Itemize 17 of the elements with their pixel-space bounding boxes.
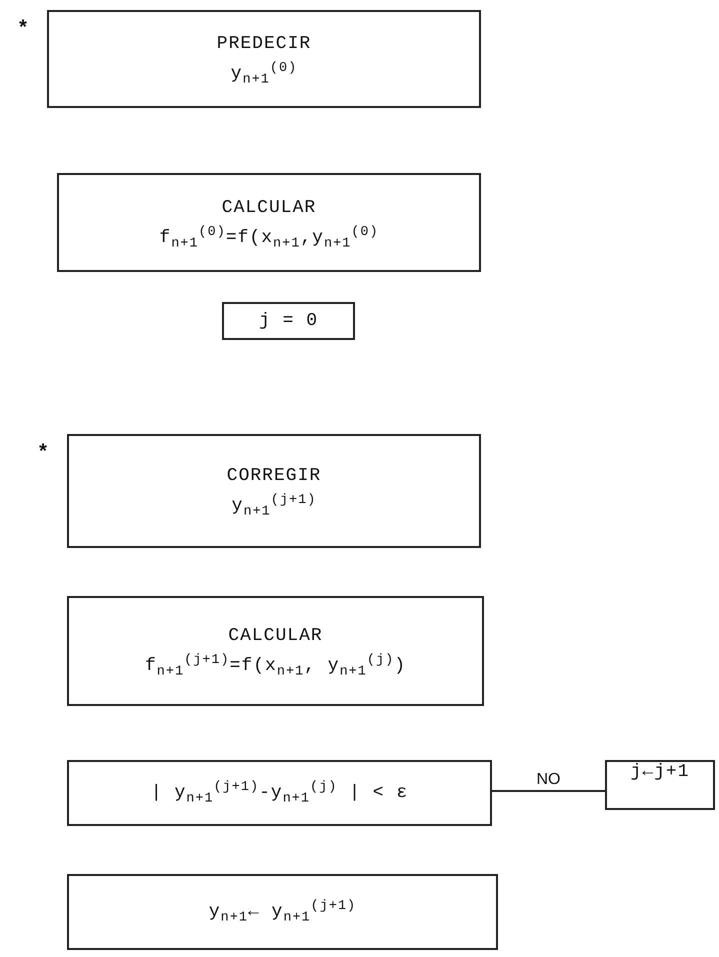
step-heading: CORREGIR [226,466,322,486]
step-heading: CALCULAR [228,626,323,646]
formula-text: j←j+1 [630,762,690,782]
step-heading: CALCULAR [222,198,316,218]
process-box [67,434,481,548]
process-box [605,760,715,810]
asterisk-mark: * [37,442,50,465]
asterisk-mark: * [17,18,30,41]
process-box [67,760,492,826]
process-box [222,302,355,340]
process-box [67,596,484,706]
formula-text: j = 0 [258,311,318,331]
process-box [47,10,481,108]
step-heading: PREDECIR [216,34,312,54]
connector-line [492,790,605,792]
process-box [57,173,481,272]
process-box [67,874,498,950]
